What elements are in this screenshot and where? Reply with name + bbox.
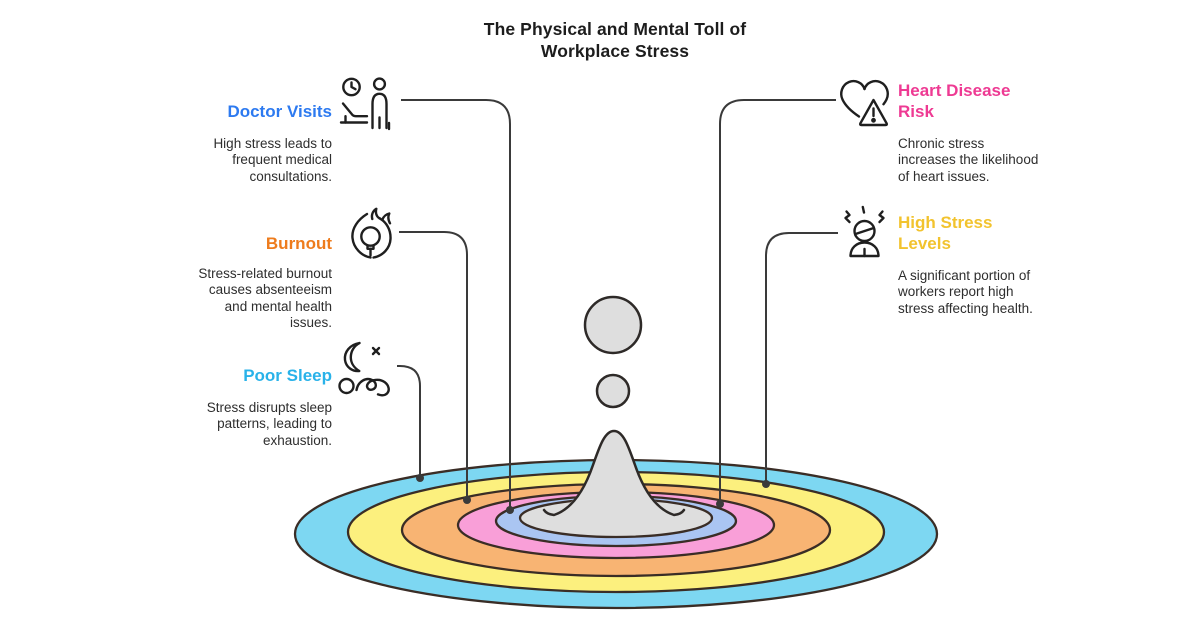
callout-high-stress-title: High Stress Levels: [898, 213, 993, 254]
connector-poor-sleep: [397, 365, 421, 478]
stress-mark-top: [861, 205, 866, 214]
connector-dot-poor-sleep: [416, 474, 424, 482]
connector-dot-high-stress: [762, 480, 770, 488]
stressed-body: [849, 241, 880, 258]
person-head: [372, 77, 387, 91]
sleeper-head: [338, 377, 355, 395]
flame-left: [351, 212, 372, 259]
connector-dots: [416, 474, 770, 514]
connector-dot-heart-disease: [716, 500, 724, 508]
stressed-head: [853, 219, 876, 243]
doctor-visit-icon: [339, 77, 391, 131]
droplet-large: [583, 295, 643, 355]
connector-heart-disease: [719, 99, 836, 504]
sleep-x-mark: [371, 346, 381, 356]
callout-poor-sleep-title: Poor Sleep: [243, 366, 332, 385]
callout-high-stress-description: A significant portion of workers report …: [898, 268, 1033, 316]
heart-warning-icon: [840, 79, 889, 127]
heart-right: [863, 79, 889, 106]
sleeper-body: [355, 377, 390, 397]
exam-chair: [341, 102, 369, 118]
callout-burnout-description: Stress-related burnout causes absenteeis…: [198, 266, 332, 331]
connectors: [397, 99, 838, 510]
page-title: The Physical and Mental Toll of Workplac…: [483, 19, 747, 62]
splash-column-fill: [550, 431, 678, 525]
burnout-flame-icon: [351, 207, 392, 259]
poor-sleep-icon: [338, 341, 390, 397]
droplet-small: [595, 373, 631, 409]
droplets: [583, 295, 643, 409]
callout-burnout-title: Burnout: [265, 234, 332, 253]
stress-zigzag-left: [844, 210, 851, 224]
callout-doctor-visits-description: High stress leads to frequent medical co…: [213, 136, 332, 184]
stressed-person-icon: [844, 205, 885, 258]
lightbulb: [360, 226, 381, 247]
person-body: [371, 92, 388, 130]
stress-zigzag-right: [878, 210, 885, 224]
clock-icon: [342, 77, 361, 97]
callout-doctor-visits-title: Doctor Visits: [227, 102, 332, 121]
warning-triangle: [858, 98, 889, 127]
moon-crescent: [343, 341, 361, 373]
flame-peak: [381, 212, 392, 225]
furrowed-brow: [854, 226, 875, 236]
connector-doctor-visits: [401, 99, 511, 510]
splash-column-outline: [542, 429, 686, 517]
callout-heart-disease-description: Chronic stress increases the likelihood …: [898, 136, 1039, 184]
callout-poor-sleep-description: Stress disrupts sleep patterns, leading …: [206, 400, 332, 448]
connector-dot-doctor-visits: [506, 506, 514, 514]
connector-high-stress: [765, 232, 838, 484]
connector-dot-burnout: [463, 496, 471, 504]
flame-right: [370, 207, 392, 259]
connector-burnout: [399, 231, 468, 500]
callout-heart-disease-title: Heart Disease Risk: [898, 81, 1011, 122]
heart-left: [840, 79, 866, 118]
